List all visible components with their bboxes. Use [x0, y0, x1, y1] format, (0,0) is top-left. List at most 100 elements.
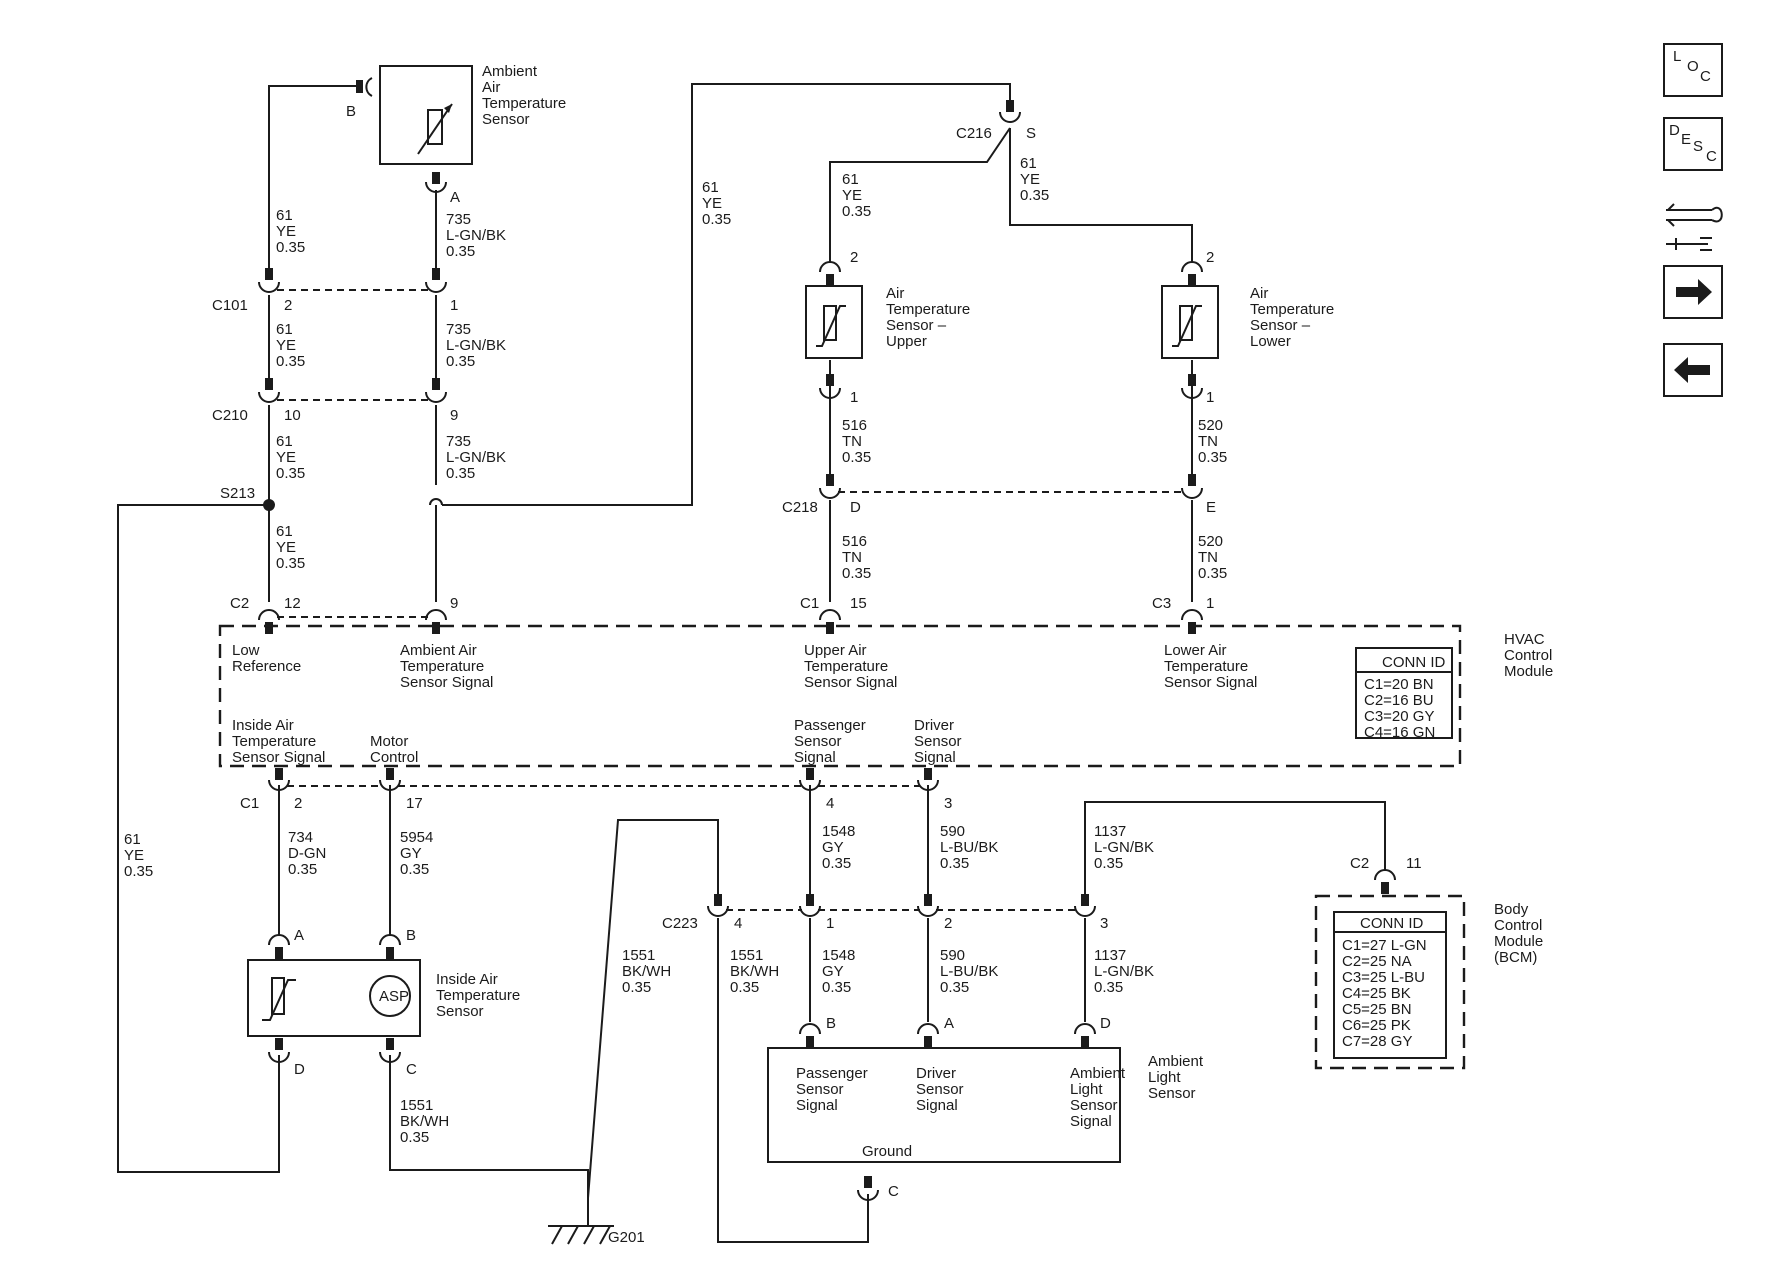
label-hvac-pins-driver-signal-0: Driver — [914, 717, 954, 734]
label-pins-c210-10: 10 — [284, 407, 301, 424]
label-pins-c1-15: 15 — [850, 595, 867, 612]
label-components-ambient-air-temp-sensor-2: Temperature — [482, 95, 566, 112]
label-light-pins-driver-0: Driver — [916, 1065, 956, 1082]
label-bcm-conn-rows-2: C3=25 L-BU — [1342, 969, 1425, 986]
desc-button[interactable]: D E S C — [1663, 117, 1723, 171]
ambient-light-sensor-label: Ambient Light Sensor — [1148, 1053, 1204, 1102]
hvac-control-module-box — [218, 624, 1462, 768]
ground-g201-icon — [548, 1225, 614, 1245]
label-wires-w1551-4-2: 0.35 — [730, 979, 759, 996]
label-wires-w1137-a-1: L-GN/BK — [1094, 839, 1154, 856]
label-pins-c210-9: 9 — [450, 407, 458, 424]
air-temp-sensor-upper — [805, 285, 863, 359]
label-bcm-conn-rows-5: C6=25 PK — [1342, 1017, 1411, 1034]
label-components-hvac-module-0: HVAC — [1504, 631, 1545, 648]
label-components-hvac-module-1: Control — [1504, 647, 1552, 664]
label-wires-w61-up-0: 61 — [842, 171, 859, 188]
label-pins-c101-1: 1 — [450, 297, 458, 314]
forward-arrow-button[interactable] — [1663, 265, 1723, 319]
label-wires-w61-s-2: 0.35 — [1020, 187, 1049, 204]
label-wires-w61-c-1: YE — [276, 449, 296, 466]
label-components-ambient-air-temp-sensor-1: Air — [482, 79, 500, 96]
label-wires-w590-a-1: L-BU/BK — [940, 839, 998, 856]
label-pins-c3-1: 1 — [1206, 595, 1214, 612]
label-wires-w1137-a-0: 1137 — [1094, 823, 1126, 840]
label-wires-w1551-c-1: BK/WH — [400, 1113, 449, 1130]
back-arrow-button[interactable] — [1663, 343, 1723, 397]
light-sensor-pin-labels: Passenger Sensor Signal Driver Sensor Si… — [796, 1065, 1126, 1160]
label-wires-w1548-a-2: 0.35 — [822, 855, 851, 872]
label-wires-w61-top-0: 61 — [702, 179, 719, 196]
label-wires-w735-c-1: L-GN/BK — [446, 449, 506, 466]
air-temp-upper-label: Air Temperature Sensor – Upper — [886, 285, 970, 350]
label-wires-w520-b-2: 0.35 — [1198, 565, 1227, 582]
label-wires-w1137-b-0: 1137 — [1094, 947, 1126, 964]
label-connectors-c218: C218 — [782, 499, 818, 516]
label-wires-w61-b-0: 61 — [276, 321, 293, 338]
label-wires-w61-left-2: 0.35 — [124, 863, 153, 880]
label-wires-w1551-c-2: 0.35 — [400, 1129, 429, 1146]
label-pins-c218-d: D — [850, 499, 861, 516]
desc-letter-4: C — [1706, 148, 1717, 165]
label-light-pins-ambient-1: Light — [1070, 1081, 1103, 1098]
label-hvac-pins-inside-signal-2: Sensor Signal — [232, 749, 325, 766]
label-light-pins-driver-1: Sensor — [916, 1081, 964, 1098]
wire-crossover — [429, 498, 443, 506]
label-hvac-pins-ambient-signal-1: Temperature — [400, 658, 484, 675]
label-wires-w61-d-2: 0.35 — [276, 555, 305, 572]
label-components-air-temp-upper-1: Temperature — [886, 301, 970, 318]
label-wires-w1548-b-1: GY — [822, 963, 844, 980]
loc-letter-1: L — [1673, 48, 1681, 65]
desc-letter-2: E — [1681, 131, 1691, 148]
label-wires-w590-b-2: 0.35 — [940, 979, 969, 996]
label-wires-w735-b-2: 0.35 — [446, 353, 475, 370]
label-wires-w734-1: D-GN — [288, 845, 326, 862]
label-components-air-temp-lower-3: Lower — [1250, 333, 1291, 350]
label-hvac-pins-low-reference-1: Reference — [232, 658, 301, 675]
label-pins-hv-3: 3 — [944, 795, 952, 812]
label-bcm-conn-rows-4: C5=25 BN — [1342, 1001, 1412, 1018]
label-pins-hv-4: 4 — [826, 795, 834, 812]
label-pins-amb-a: A — [450, 189, 460, 206]
label-components-air-temp-upper-0: Air — [886, 285, 904, 302]
label-pins-c216-s: S — [1026, 125, 1036, 142]
asp-motor-icon — [369, 975, 411, 1017]
label-components-air-temp-lower-1: Temperature — [1250, 301, 1334, 318]
right-arrow-icon — [1676, 279, 1712, 305]
ambient-air-sensor-label: Ambient Air Temperature Sensor — [482, 63, 566, 128]
air-temp-sensor-lower — [1161, 285, 1219, 359]
label-wires-w516-b-0: 516 — [842, 533, 867, 550]
label-hvac-pins-passenger-signal-1: Sensor — [794, 733, 842, 750]
label-hvac-pins-lower-signal-1: Temperature — [1164, 658, 1248, 675]
label-wires-w520-b-0: 520 — [1198, 533, 1223, 550]
label-wires-w516-b-2: 0.35 — [842, 565, 871, 582]
label-wires-w5954-1: GY — [400, 845, 422, 862]
label-wires-w520-a-2: 0.35 — [1198, 449, 1227, 466]
label-wires-w590-a-0: 590 — [940, 823, 965, 840]
ambient-light-sensor-box — [767, 1047, 1121, 1163]
label-wires-w1548-b-2: 0.35 — [822, 979, 851, 996]
label-hvac-conn-rows-2: C3=20 GY — [1364, 708, 1434, 725]
label-components-inside-air-temp-sensor-0: Inside Air — [436, 971, 498, 988]
label-connectors-c210: C210 — [212, 407, 248, 424]
label-wires-w1137-a-2: 0.35 — [1094, 855, 1123, 872]
air-temp-lower-label: Air Temperature Sensor – Lower — [1250, 285, 1334, 350]
label-pins-ls-c: C — [888, 1183, 899, 1200]
label-wires-w61-a-0: 61 — [276, 207, 293, 224]
label-wires-w735-c-0: 735 — [446, 433, 471, 450]
label-connectors-c223: C223 — [662, 915, 698, 932]
loc-button[interactable]: L O C — [1663, 43, 1723, 97]
label-components-air-temp-upper-2: Sensor – — [886, 317, 947, 334]
label-hvac-conn-rows-3: C4=16 GN — [1364, 724, 1435, 741]
inside-air-temp-sensor — [247, 959, 421, 1037]
label-pins-c218-e: E — [1206, 499, 1216, 516]
label-pins-bcm-11: 11 — [1406, 855, 1422, 872]
label-connectors-c2-bcm: C2 — [1350, 855, 1369, 872]
label-components-air-temp-lower-2: Sensor – — [1250, 317, 1311, 334]
label-wires-w1551-g-2: 0.35 — [622, 979, 651, 996]
label-bcm-conn-rows-0: C1=27 L-GN — [1342, 937, 1427, 954]
connector-tool-icon[interactable] — [1666, 203, 1723, 251]
label-connectors-c3: C3 — [1152, 595, 1171, 612]
